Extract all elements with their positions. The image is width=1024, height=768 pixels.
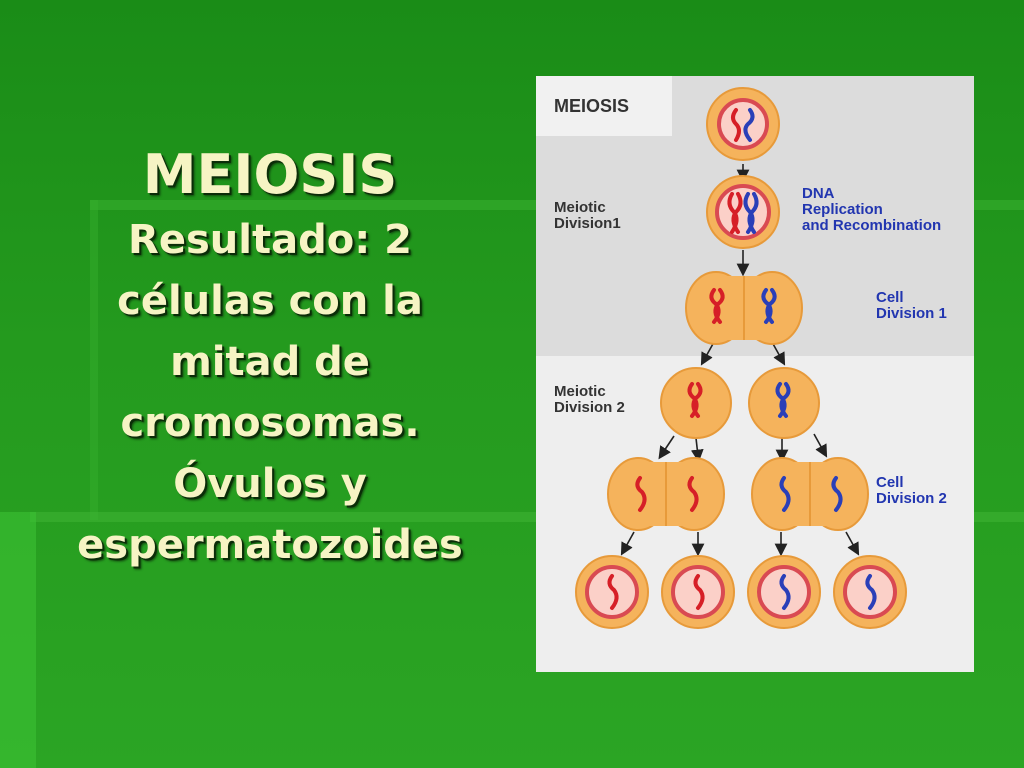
- arrow-4: [771, 341, 786, 366]
- arrow-3: [700, 341, 715, 366]
- cell-parent: [706, 87, 780, 161]
- cell-meiosis2-left: [660, 367, 732, 439]
- slide-text-block: MEIOSIS Resultado: 2 células con la mita…: [10, 140, 530, 576]
- label-cell-division-1-line2: Division 1: [876, 305, 947, 322]
- cell-division-1-pair: [685, 271, 803, 345]
- arrow-12: [845, 531, 860, 556]
- label-meiotic-division-2-line1: Meiotic: [554, 383, 606, 400]
- label-cell-division-2-line1: Cell: [876, 474, 904, 491]
- cell-replicated: [706, 175, 780, 249]
- background-stripe-left: [0, 512, 36, 768]
- label-cell-division-2-line2: Division 2: [876, 490, 947, 507]
- meiosis-diagram-svg: MEIOSIS Meiotic Division1 Meiotic Divisi…: [536, 76, 974, 672]
- label-meiotic-division-1-line2: Division1: [554, 215, 621, 232]
- gamete-1: [575, 555, 649, 629]
- arrow-5: [658, 435, 675, 460]
- cell-division-2-pair-left: [607, 457, 725, 531]
- meiosis-diagram: MEIOSIS Meiotic Division1 Meiotic Divisi…: [536, 76, 974, 672]
- cell-division-2-pair-right: [751, 457, 869, 531]
- label-meiotic-division-1-line1: Meiotic: [554, 199, 606, 216]
- arrow-9: [620, 531, 635, 556]
- arrows: [620, 164, 860, 557]
- chromosome-blue: [743, 108, 755, 142]
- gamete-2: [661, 555, 735, 629]
- gamete-3: [747, 555, 821, 629]
- arrow-8: [813, 433, 828, 458]
- label-dna-line1: DNA: [802, 185, 835, 202]
- slide-title: MEIOSIS: [142, 143, 398, 206]
- diagram-header: MEIOSIS: [554, 96, 629, 116]
- header-box: [536, 76, 672, 136]
- label-meiotic-division-2-line2: Division 2: [554, 399, 625, 416]
- label-cell-division-1-line1: Cell: [876, 289, 904, 306]
- label-dna-line3: and Recombination: [802, 217, 941, 234]
- background-stripe-vertical: [90, 200, 98, 520]
- background-stripe-bottom: [30, 512, 1024, 522]
- slide-body: Resultado: 2 células con la mitad de cro…: [77, 217, 463, 568]
- cell-meiosis2-right: [748, 367, 820, 439]
- label-dna-line2: Replication: [802, 201, 883, 218]
- gamete-4: [833, 555, 907, 629]
- arrow-6: [690, 437, 704, 463]
- chromosome-red: [731, 108, 741, 142]
